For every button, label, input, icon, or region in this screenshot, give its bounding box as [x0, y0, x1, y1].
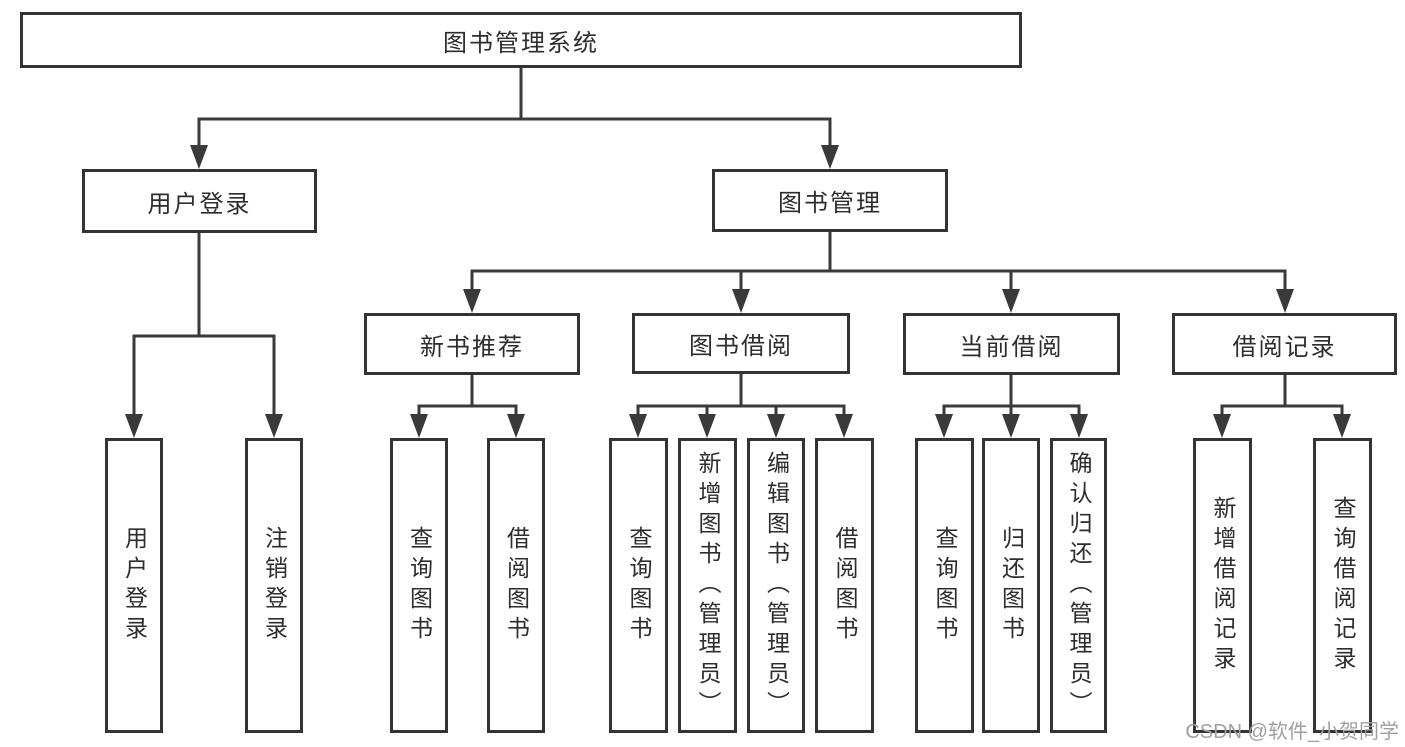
node-current-borrowing: 当前借阅 — [903, 313, 1120, 375]
node-label: 查询图书 — [406, 525, 433, 646]
node-query-books-recommend: 查询图书 — [390, 438, 448, 733]
node-label: 用户登录 — [147, 190, 252, 218]
node-label: 当前借阅 — [959, 333, 1064, 361]
node-add-books-admin: 新增图书（管理员） — [678, 438, 737, 733]
node-query-books-borrowing: 查询图书 — [609, 438, 668, 733]
watermark: CSDN @软件_小贺同学 — [1185, 721, 1399, 743]
node-label: 新增图书（管理员） — [695, 450, 721, 721]
node-query-books-current: 查询图书 — [915, 438, 974, 733]
node-label: 归还图书 — [998, 525, 1025, 646]
node-label: 查询图书 — [626, 525, 652, 646]
node-label: 新书推荐 — [420, 333, 524, 361]
node-edit-books-admin: 编辑图书（管理员） — [747, 438, 805, 733]
node-label: 用户登录 — [121, 525, 148, 646]
node-user-login-leaf: 用户登录 — [105, 438, 163, 733]
node-new-book-recommendation: 新书推荐 — [364, 313, 580, 375]
node-label: 编辑图书（管理员） — [763, 450, 790, 721]
node-label: 注销登录 — [261, 525, 288, 646]
node-library-management-system: 图书管理系统 — [20, 12, 1022, 68]
node-query-borrow-record: 查询借阅记录 — [1313, 438, 1372, 733]
node-label: 查询图书 — [932, 525, 958, 646]
node-user-login: 用户登录 — [82, 169, 317, 233]
node-label: 查询借阅记录 — [1330, 495, 1356, 676]
node-label: 借阅记录 — [1232, 333, 1337, 361]
node-borrowing-records: 借阅记录 — [1172, 313, 1397, 375]
node-logout: 注销登录 — [245, 438, 303, 733]
node-return-books: 归还图书 — [982, 438, 1040, 733]
node-confirm-return-admin: 确认归还（管理员） — [1050, 438, 1107, 733]
node-label: 借阅图书 — [503, 525, 530, 646]
node-label: 新增借阅记录 — [1210, 495, 1236, 676]
node-label: 借阅图书 — [832, 525, 858, 646]
node-book-management: 图书管理 — [712, 169, 948, 232]
node-book-borrowing: 图书借阅 — [632, 313, 850, 374]
node-label: 图书管理系统 — [443, 29, 599, 57]
node-label: 图书管理 — [778, 190, 882, 217]
node-label: 确认归还（管理员） — [1066, 450, 1092, 721]
node-borrow-books-recommend: 借阅图书 — [487, 438, 545, 733]
node-label: 图书借阅 — [689, 333, 793, 360]
node-add-borrow-record: 新增借阅记录 — [1193, 438, 1252, 733]
node-borrow-books-borrowing: 借阅图书 — [815, 438, 874, 733]
